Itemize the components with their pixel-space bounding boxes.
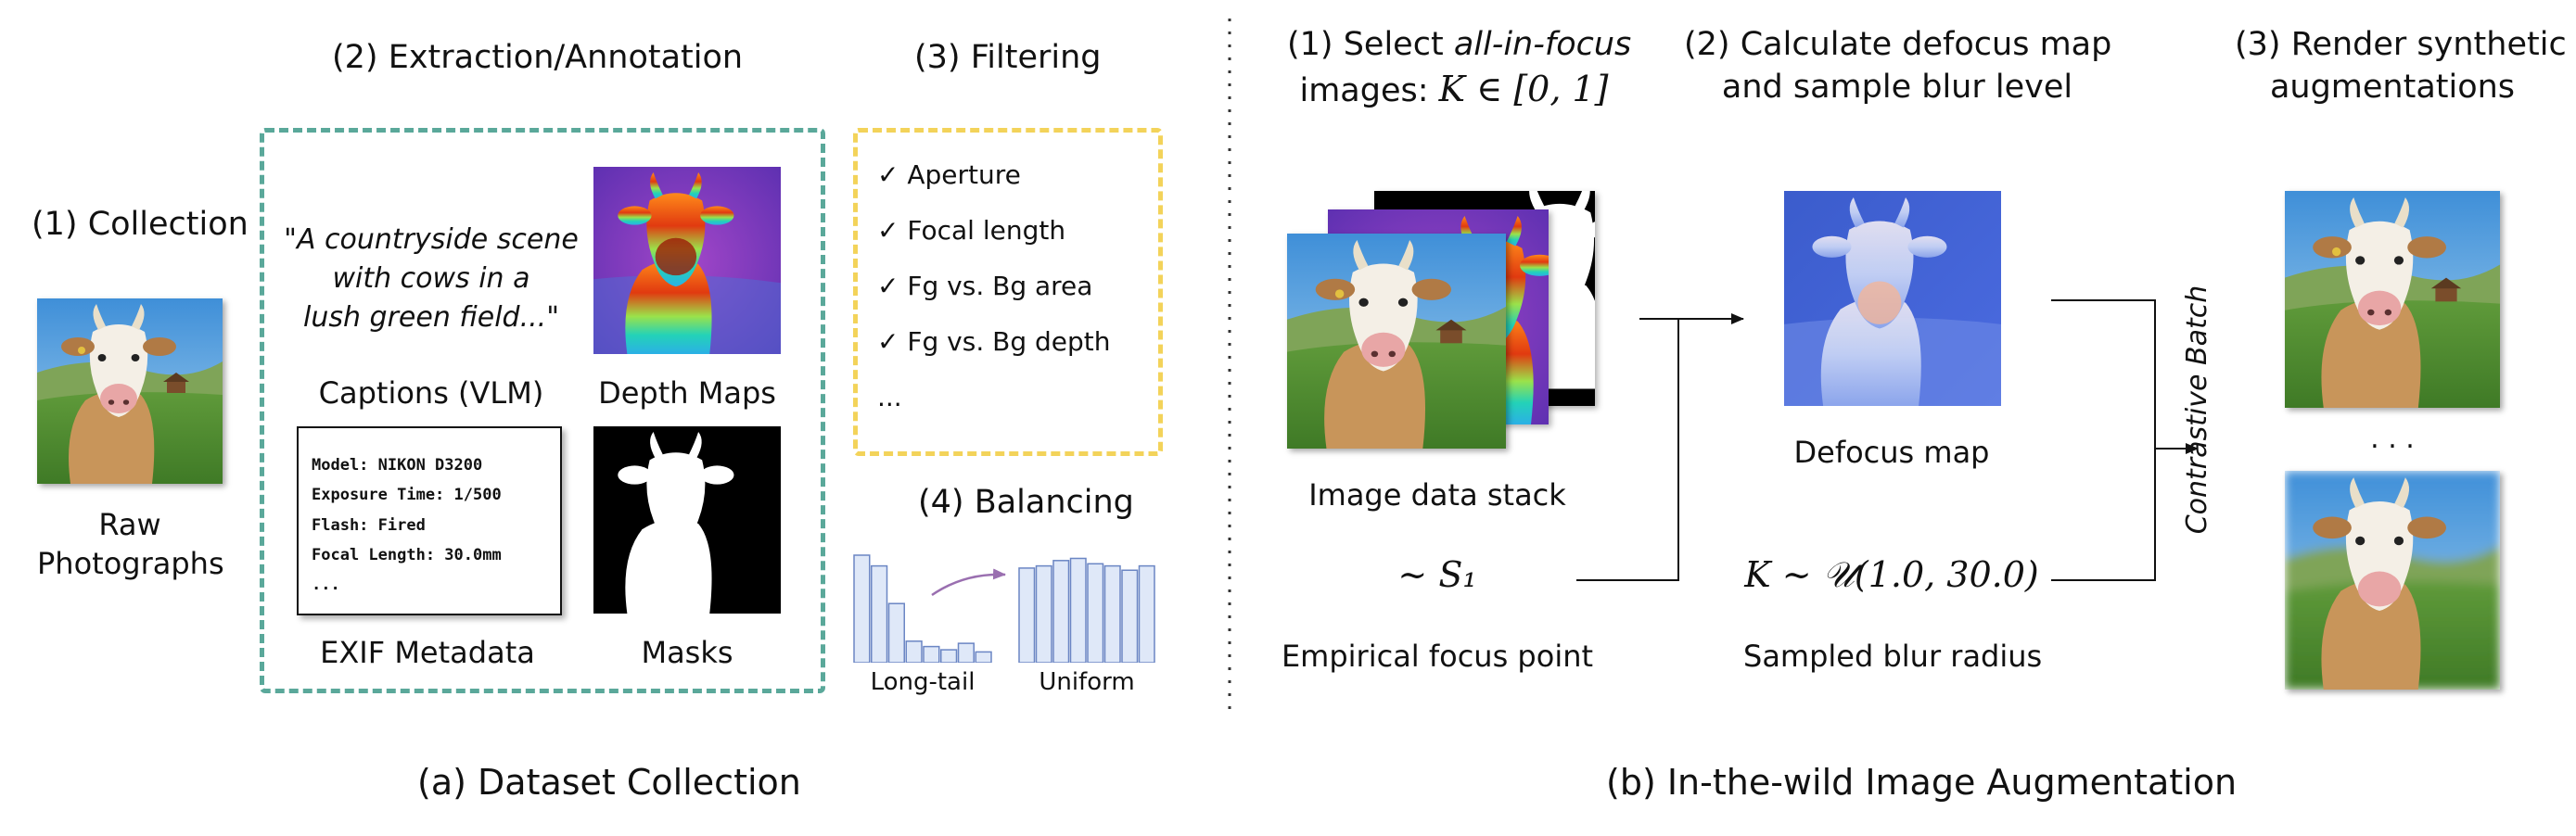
filtering-box <box>853 128 1163 456</box>
augmentation-caption: (b) In-the-wild Image Augmentation <box>1606 762 2238 803</box>
filter-fg-bg-depth: ✓ Fg vs. Bg depth <box>877 326 1111 357</box>
long-tail-bar <box>975 651 992 663</box>
step1-prefix: (1) Select <box>1287 26 1454 63</box>
focus-math: ∼ S₁ <box>1397 554 1477 595</box>
blur-math: K ∼ 𝒰(1.0, 30.0) <box>1744 554 2039 595</box>
exif-lines: Model: NIKON D3200 Exposure Time: 1/500 … <box>312 450 502 600</box>
step2-title: (2) Calculate defocus map and sample blu… <box>1684 24 2111 108</box>
uniform-bar <box>1035 564 1052 663</box>
filter-fg-bg-area: ✓ Fg vs. Bg area <box>877 271 1092 301</box>
step3-line2: augmentations <box>2269 68 2516 106</box>
step3-title: (3) Render synthetic augmentations <box>2235 24 2567 108</box>
long-tail-bar <box>923 645 940 663</box>
raw-label-line2: Photographs <box>37 545 224 581</box>
balancing-title: (4) Balancing <box>918 484 1134 521</box>
caption-line1: "A countryside scene <box>284 223 579 256</box>
raw-photograph <box>37 298 223 484</box>
exif-exposure: Exposure Time: 1/500 <box>312 486 502 505</box>
blur-connector <box>2051 443 2199 581</box>
check-icon: ✓ <box>877 271 899 301</box>
step3-line1: (3) Render synthetic <box>2235 26 2567 63</box>
uniform-bar <box>1103 564 1121 663</box>
extraction-title: (2) Extraction/Annotation <box>332 39 744 76</box>
raw-photographs-label: Raw Photographs <box>37 506 224 583</box>
defocus-map-image <box>1784 191 2001 406</box>
focus-connector <box>1576 313 1744 581</box>
step2-line2: and sample blur level <box>1721 68 2073 106</box>
step1-line2-prefix: images: <box>1299 71 1439 109</box>
stack-label: Image data stack <box>1308 477 1566 513</box>
step2-line1: (2) Calculate defocus map <box>1684 26 2112 63</box>
uniform-bar <box>1087 563 1104 663</box>
filter-label: Fg vs. Bg area <box>907 271 1093 301</box>
exif-flash: Flash: Fired <box>312 515 426 535</box>
depth-maps-label: Depth Maps <box>598 375 776 411</box>
mask-image <box>593 426 781 614</box>
uniform-label: Uniform <box>1039 668 1135 696</box>
long-tail-bar <box>940 649 958 663</box>
long-tail-bar <box>957 642 975 663</box>
caption-line2: with cows in a <box>332 262 530 295</box>
filter-label: Fg vs. Bg depth <box>907 326 1111 357</box>
raw-label-line1: Raw <box>98 507 161 542</box>
filtering-title: (3) Filtering <box>914 39 1102 76</box>
filter-aperture: ✓ Aperture <box>877 159 1021 190</box>
check-icon: ✓ <box>877 326 899 357</box>
batch-ellipsis: . . . <box>2370 423 2415 455</box>
defocus-connector <box>2051 299 2156 449</box>
captions-label: Captions (VLM) <box>318 375 544 411</box>
exif-focal-length: Focal Length: 30.0mm <box>312 545 502 564</box>
dataset-caption: (a) Dataset Collection <box>417 762 801 803</box>
long-tail-bar <box>871 564 888 663</box>
defocus-label: Defocus map <box>1793 435 1990 470</box>
extraction-box <box>260 128 825 693</box>
depth-map-image <box>593 167 781 354</box>
masks-label: Masks <box>641 635 733 670</box>
exif-label: EXIF Metadata <box>320 635 535 670</box>
long-tail-bar <box>887 602 905 663</box>
exif-model: Model: NIKON D3200 <box>312 456 483 475</box>
uniform-histogram <box>1018 557 1155 663</box>
exif-ellipsis: ... <box>312 576 340 595</box>
filter-label: Aperture <box>907 159 1021 190</box>
contrastive-label: Contrastive Batch <box>2181 285 2213 535</box>
check-icon: ✓ <box>877 215 899 246</box>
collection-title: (1) Collection <box>32 206 249 243</box>
caption-example: "A countryside scene with cows in a lush… <box>278 221 584 337</box>
step1-math: K ∈ [0, 1] <box>1438 68 1609 109</box>
filter-ellipsis: ... <box>877 382 902 412</box>
caption-line3: lush green field..." <box>303 301 559 334</box>
uniform-bar <box>1138 564 1155 663</box>
exif-card: Model: NIKON D3200 Exposure Time: 1/500 … <box>297 426 562 615</box>
long-tail-histogram <box>853 554 992 663</box>
uniform-bar <box>1069 557 1087 663</box>
focus-label: Empirical focus point <box>1281 639 1594 674</box>
check-icon: ✓ <box>877 159 899 190</box>
step1-italic: all-in-focus <box>1453 26 1632 63</box>
long-tail-label: Long-tail <box>870 668 976 696</box>
filter-label: Focal length <box>907 215 1066 246</box>
uniform-bar <box>1052 560 1070 663</box>
uniform-bar <box>1018 567 1036 663</box>
filter-focal-length: ✓ Focal length <box>877 215 1065 246</box>
augmented-blurred-image <box>2285 471 2500 690</box>
balancing-arrow <box>931 568 1006 597</box>
long-tail-bar <box>853 554 871 663</box>
uniform-bar <box>1121 569 1139 663</box>
blur-label: Sampled blur radius <box>1743 639 2043 674</box>
stack-rgb-layer <box>1287 234 1506 449</box>
long-tail-bar <box>905 640 923 663</box>
augmented-sharp-image <box>2285 191 2500 408</box>
step1-title: (1) Select all-in-focus images: K ∈ [0, … <box>1287 24 1631 112</box>
